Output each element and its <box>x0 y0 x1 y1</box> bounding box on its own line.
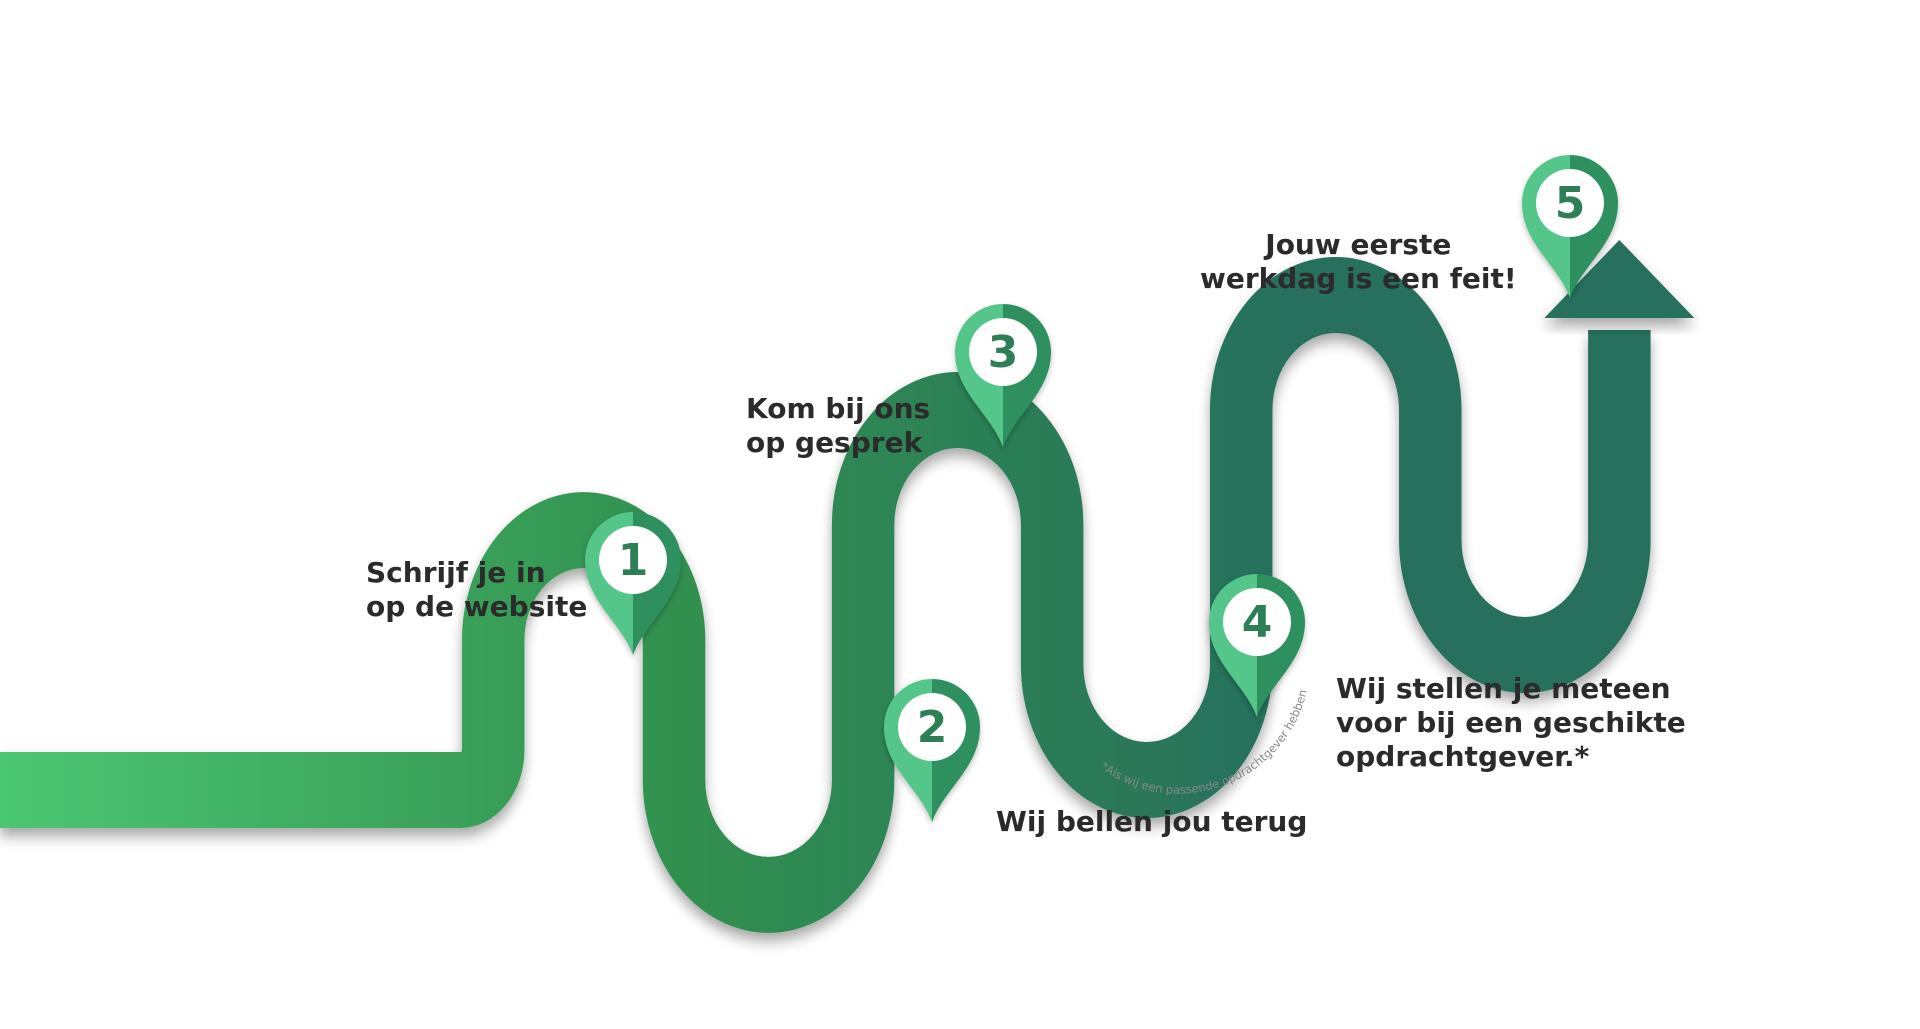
step-number-5: 5 <box>1555 178 1586 229</box>
step-number-3: 3 <box>988 327 1019 378</box>
step-label-line: voor bij een geschikte <box>1336 706 1686 739</box>
step-number-1: 1 <box>618 535 649 586</box>
step-label-line: op gesprek <box>746 426 923 459</box>
step-label-line: opdrachtgever.* <box>1336 740 1590 773</box>
pin-circle <box>599 526 667 594</box>
step-label-line: Jouw eerste <box>1265 228 1452 261</box>
pins: 1 2 3 4 5 <box>585 155 1618 822</box>
step-pin-2: 2 <box>884 679 980 822</box>
step-pin-3: 3 <box>955 304 1051 447</box>
step-label-line: Wij stellen je meteen <box>1336 672 1671 705</box>
step-label-line: op de website <box>366 590 588 623</box>
step-label-line: werkdag is een feit! <box>1200 262 1517 295</box>
pin-circle <box>1223 588 1291 656</box>
step-pin-4: 4 <box>1209 574 1305 717</box>
step-label-2: Wij bellen jou terug <box>996 805 1307 839</box>
step-label-line: Schrijf je in <box>366 556 546 589</box>
step-pin-1: 1 <box>585 512 681 655</box>
road-arrow <box>1544 240 1695 318</box>
step-pin-5: 5 <box>1522 155 1618 298</box>
pin-circle <box>969 318 1037 386</box>
pin-circle <box>898 693 966 761</box>
road <box>0 257 1651 933</box>
step-number-4: 4 <box>1242 597 1273 648</box>
step-label-line: Wij bellen jou terug <box>996 805 1308 838</box>
step-label-line: Kom bij ons <box>746 392 931 425</box>
winding-road <box>0 257 1651 933</box>
pin-circle <box>1536 169 1604 237</box>
arrow-head <box>1544 240 1695 318</box>
step-number-2: 2 <box>917 702 948 753</box>
